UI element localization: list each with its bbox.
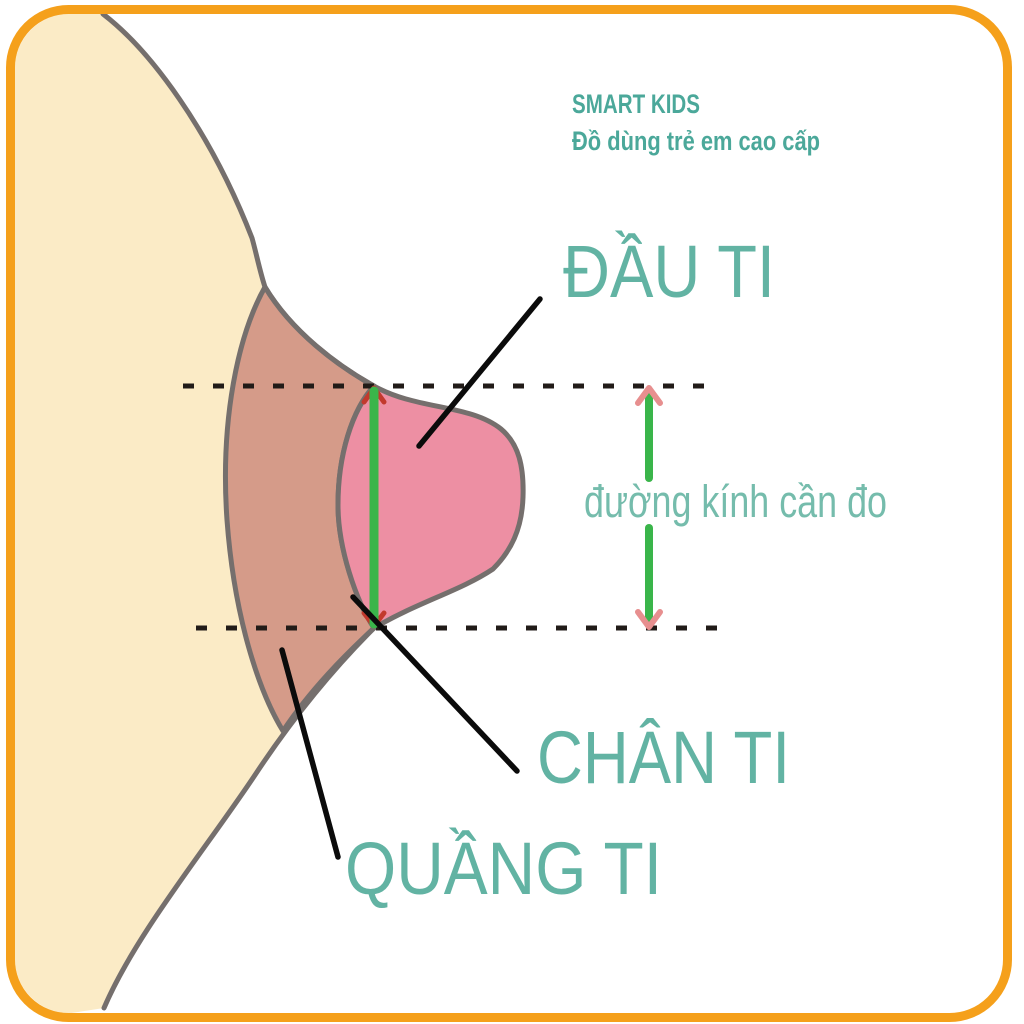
brand-name: SMART KIDS <box>572 89 700 119</box>
pointer-line-nipple-tip <box>416 296 543 449</box>
pointer-lines <box>279 296 543 860</box>
label-nipple-base: CHÂN TI <box>537 716 790 799</box>
pointer-line-areola <box>279 647 341 860</box>
pointer-line-nipple-base <box>350 594 520 774</box>
breast-outline <box>100 14 377 1011</box>
label-areola: QUẦNG TI <box>345 827 662 910</box>
anatomy-shapes <box>15 14 526 1013</box>
rounded-border-frame <box>6 5 1012 1022</box>
brand-tagline: Đồ dùng trẻ em cao cấp <box>572 126 820 156</box>
outlined-shapes <box>100 14 526 1011</box>
arrowhead-down-icon <box>635 609 663 630</box>
diameter-arrowheads <box>635 385 663 630</box>
label-nipple-tip: ĐẦU TI <box>563 230 775 313</box>
nipple-shape <box>335 383 526 631</box>
label-diameter-note: đường kính cần đo <box>584 476 887 527</box>
measure-lines <box>369 386 653 629</box>
arrowhead-up-icon <box>635 385 663 406</box>
